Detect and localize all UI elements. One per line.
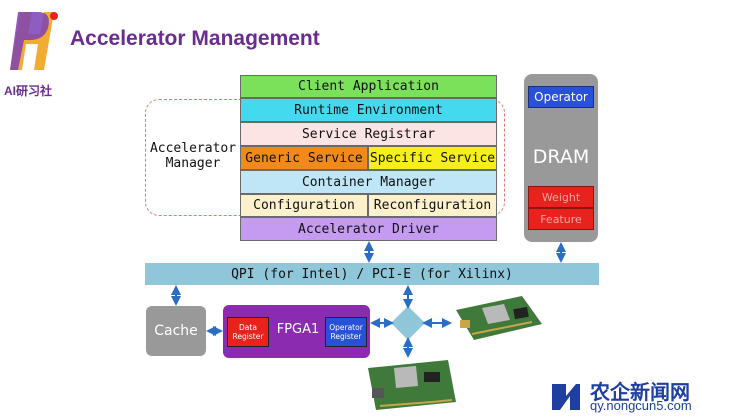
logo: AI研习社 (4, 4, 62, 98)
runtime-environment-layer: Runtime Environment (240, 98, 497, 122)
data-register: Data Register (227, 317, 269, 347)
switch-diamond (391, 306, 425, 340)
configuration-layer: Configuration (240, 194, 368, 217)
watermark-text: 农企新闻网 (590, 382, 690, 404)
page-title: Accelerator Management (70, 27, 320, 50)
operator-register: Operator Register (325, 317, 367, 347)
watermark-url: qy.nongcun5.com (590, 398, 692, 413)
container-manager-layer: Container Manager (240, 170, 497, 194)
watermark-logo-icon (552, 384, 580, 410)
specific-service-layer: Specific Service (368, 146, 497, 170)
fpga-board-image-top (452, 294, 544, 342)
dram-feature: Feature (528, 208, 594, 230)
accelerator-driver-layer: Accelerator Driver (240, 217, 497, 241)
accelerator-manager-label: Accelerator Manager (149, 141, 237, 171)
service-registrar-layer: Service Registrar (240, 122, 497, 146)
client-application-layer: Client Application (240, 75, 497, 98)
logo-text: AI研习社 (4, 84, 53, 98)
dram-weight: Weight (528, 186, 594, 208)
reconfiguration-layer: Reconfiguration (368, 194, 497, 217)
generic-service-layer: Generic Service (240, 146, 368, 170)
ai-logo-icon (10, 12, 58, 70)
fpga-board-image-bottom (366, 358, 458, 412)
dram-operator: Operator (528, 86, 594, 108)
cache-block: Cache (146, 306, 206, 356)
fpga-label: FPGA1 (276, 322, 320, 337)
watermark: 农企新闻网 qy.nongcun5.com (548, 376, 738, 416)
dram-title: DRAM (532, 146, 590, 168)
interconnect-bus: QPI (for Intel) / PCI-E (for Xilinx) (145, 263, 599, 285)
